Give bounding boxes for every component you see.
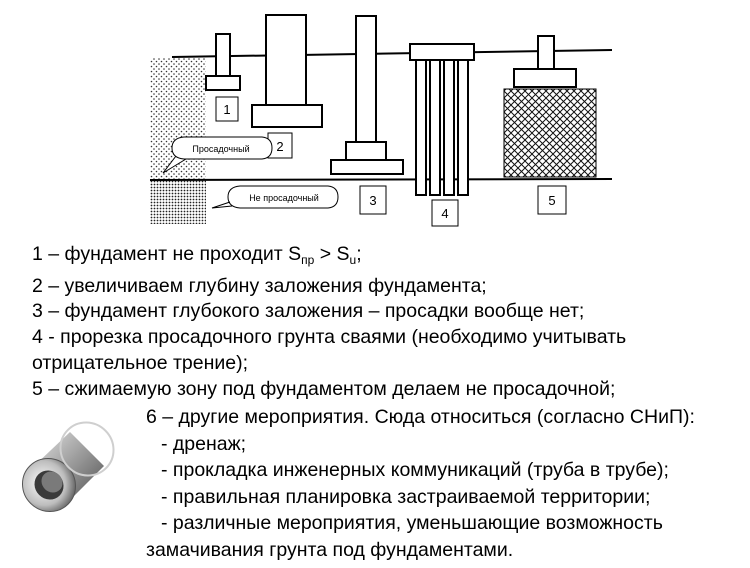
method-1-middle: > S [314, 243, 350, 265]
measure-various: - различные мероприятия, уменьшающие воз… [161, 512, 663, 534]
foundation-5 [513, 35, 577, 88]
number-1: 1 [223, 102, 230, 117]
foundation-2 [251, 14, 323, 128]
measure-grading: - правильная планировка застраиваемой те… [161, 485, 651, 508]
other-measures-heading: 6 – другие мероприятия. Сюда относиться … [146, 406, 695, 428]
measure-drainage: - дренаж; [161, 432, 247, 455]
foundation-1 [205, 33, 241, 91]
measure-utilities: - прокладка инженерных коммуникаций (тру… [161, 459, 669, 481]
subscript-pr: пр [301, 253, 315, 267]
foundation-diagram: 1 2 3 4 5 Просадочный Не просадочный [149, 14, 613, 227]
number-box-4 [431, 199, 459, 227]
number-4: 4 [441, 206, 448, 221]
method-4-continued: отрицательное трение); [32, 351, 249, 374]
number-2: 2 [276, 139, 283, 154]
callout-subsiding-soil: Просадочный [162, 136, 273, 174]
number-box-1 [215, 96, 239, 122]
methods-list: 1 – фундамент не проходит Sпр > Su; 2 – … [32, 242, 732, 402]
foundation-4 [409, 43, 475, 196]
method-3: 3 – фундамент глубокого заложения – прос… [32, 300, 585, 323]
method-2: 2 – увеличиваем глубину заложения фундам… [32, 274, 487, 297]
non-subsiding-soil-hatch [150, 179, 206, 224]
soil-boundary-line [149, 178, 613, 181]
number-box-3 [359, 185, 387, 215]
subscript-u: u [349, 253, 357, 267]
callout-non-subsiding-soil: Не просадочный [211, 185, 339, 209]
label-subsiding: Просадочный [192, 144, 249, 154]
compacted-zone [503, 88, 597, 178]
method-5: 5 – сжимаемую зону под фундаментом делае… [32, 377, 616, 400]
number-box-5 [537, 185, 567, 215]
method-4: 4 - прорезка просадочного грунта сваями … [32, 326, 627, 349]
method-1-suffix: ; [356, 243, 362, 265]
number-5: 5 [548, 193, 555, 208]
other-measures: 6 – другие мероприятия. Сюда относиться … [146, 404, 746, 563]
measure-various-continued: замачивания грунта под фундаментами. [146, 538, 514, 561]
foundation-3 [330, 15, 404, 175]
pipe-in-pipe-icon [21, 421, 115, 513]
label-non-subsiding: Не просадочный [249, 193, 319, 203]
method-1-text: 1 – фундамент не проходит S [32, 243, 302, 265]
number-3: 3 [369, 193, 376, 208]
method-1: 1 – фундамент не проходит Sпр > Su; [32, 242, 732, 274]
